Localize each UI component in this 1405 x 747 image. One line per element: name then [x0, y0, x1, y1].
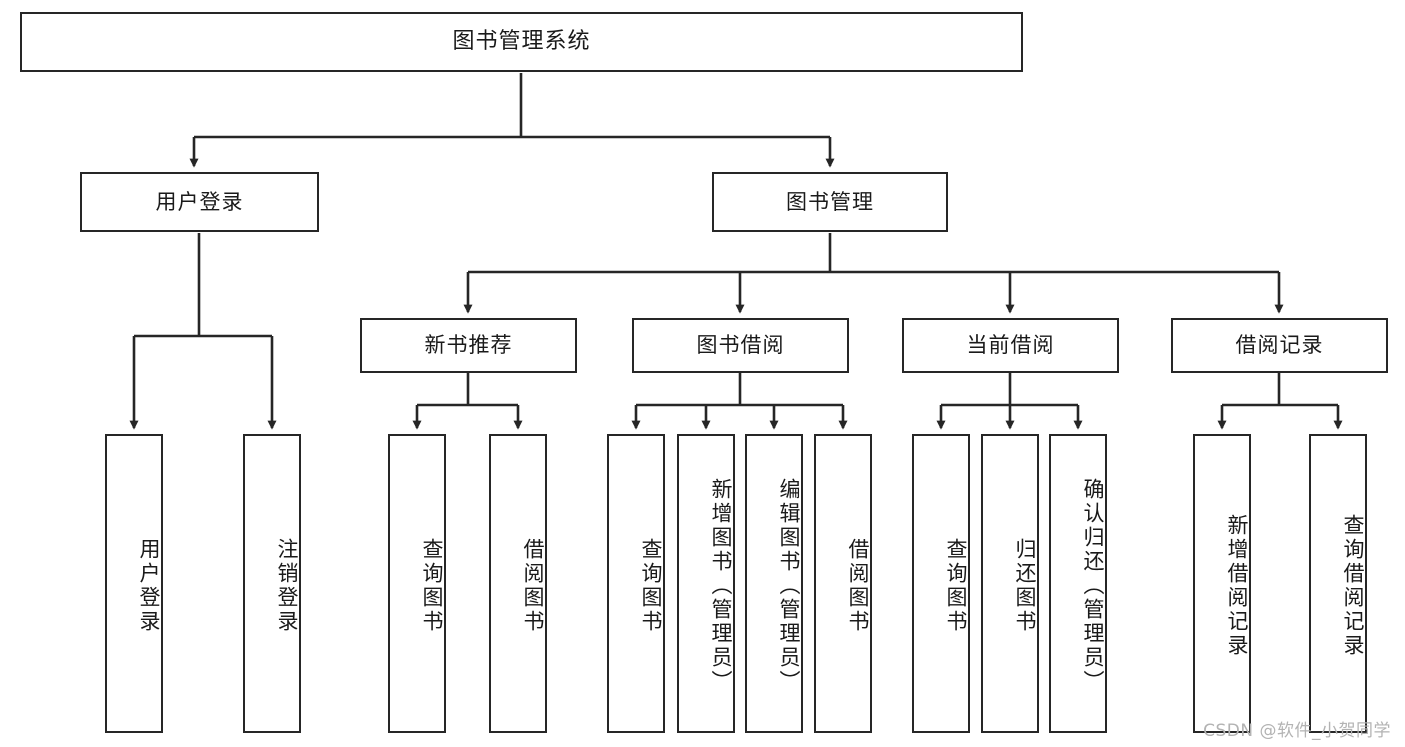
- node-leaf-return-book-label: 归还图书: [1013, 537, 1037, 634]
- node-leaf-confirm-return-label: 确认归还（管理员）: [1081, 477, 1105, 694]
- node-leaf-borrow-book-a-label: 借阅图书: [521, 537, 545, 634]
- node-new-book-rec[interactable]: 新书推荐: [360, 318, 577, 373]
- node-leaf-borrow-book-a[interactable]: 借阅图书: [489, 434, 547, 733]
- node-leaf-query-book-a[interactable]: 查询图书: [388, 434, 446, 733]
- node-leaf-query-book-a-label: 查询图书: [420, 537, 444, 634]
- watermark-text: CSDN @软件_小贺同学: [1203, 721, 1391, 741]
- node-book-borrow[interactable]: 图书借阅: [632, 318, 849, 373]
- node-leaf-edit-book-label: 编辑图书（管理员）: [777, 477, 801, 694]
- node-leaf-return-book[interactable]: 归还图书: [981, 434, 1039, 733]
- node-current-borrow[interactable]: 当前借阅: [902, 318, 1119, 373]
- node-book-manage[interactable]: 图书管理: [712, 172, 948, 232]
- node-leaf-query-book-b[interactable]: 查询图书: [607, 434, 665, 733]
- node-leaf-user-login[interactable]: 用户登录: [105, 434, 163, 733]
- node-current-borrow-label: 当前借阅: [966, 333, 1055, 358]
- node-borrow-record-label: 借阅记录: [1235, 333, 1324, 358]
- node-book-borrow-label: 图书借阅: [696, 333, 785, 358]
- node-leaf-query-book-c[interactable]: 查询图书: [912, 434, 970, 733]
- node-book-manage-label: 图书管理: [786, 189, 874, 214]
- node-leaf-confirm-return[interactable]: 确认归还（管理员）: [1049, 434, 1107, 733]
- node-user-login[interactable]: 用户登录: [80, 172, 319, 232]
- node-user-login-label: 用户登录: [155, 189, 244, 214]
- node-leaf-query-book-b-label: 查询图书: [639, 537, 663, 634]
- node-leaf-add-book-label: 新增图书（管理员）: [709, 477, 733, 694]
- node-root-label: 图书管理系统: [452, 29, 591, 55]
- node-leaf-query-record[interactable]: 查询借阅记录: [1309, 434, 1367, 733]
- node-leaf-add-record[interactable]: 新增借阅记录: [1193, 434, 1251, 733]
- node-borrow-record[interactable]: 借阅记录: [1171, 318, 1388, 373]
- node-leaf-add-book[interactable]: 新增图书（管理员）: [677, 434, 735, 733]
- node-leaf-user-login-label: 用户登录: [137, 537, 161, 634]
- node-leaf-query-record-label: 查询借阅记录: [1341, 513, 1365, 658]
- node-leaf-add-record-label: 新增借阅记录: [1225, 513, 1249, 658]
- node-root[interactable]: 图书管理系统: [20, 12, 1023, 72]
- node-leaf-logout-label: 注销登录: [275, 537, 299, 634]
- node-leaf-edit-book[interactable]: 编辑图书（管理员）: [745, 434, 803, 733]
- node-leaf-borrow-book-b[interactable]: 借阅图书: [814, 434, 872, 733]
- node-leaf-logout[interactable]: 注销登录: [243, 434, 301, 733]
- node-new-book-rec-label: 新书推荐: [424, 333, 513, 358]
- node-leaf-query-book-c-label: 查询图书: [944, 537, 968, 634]
- node-leaf-borrow-book-b-label: 借阅图书: [846, 537, 870, 634]
